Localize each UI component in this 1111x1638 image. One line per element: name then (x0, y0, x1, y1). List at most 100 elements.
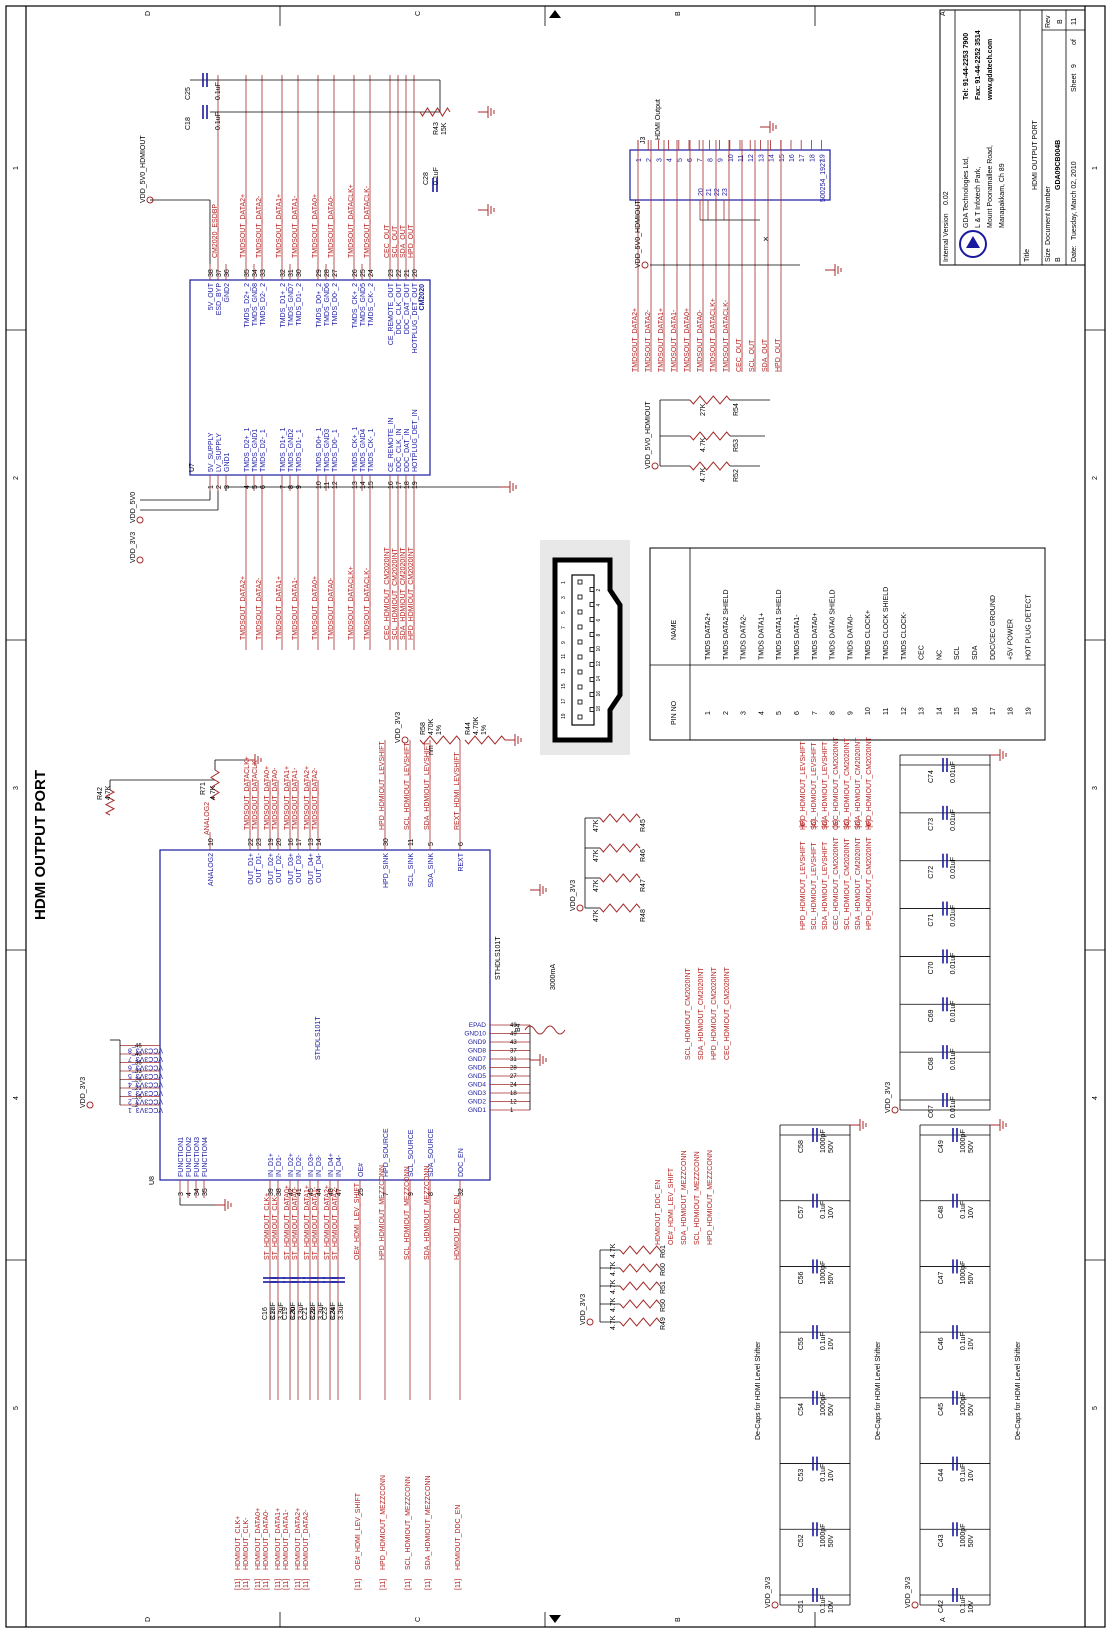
u8-gnd-pin-name: GND9 (468, 1039, 486, 1046)
ferrite-part: STHDLS101T (495, 936, 502, 980)
j3-pin-number: 6 (687, 158, 694, 162)
u7-cm2020-chip: U7CM202015V_SUPPLY2LV_SUPPLY3GND14TMDS_D… (130, 73, 517, 650)
u7-pin-name: HOTPLUG_DET_OUT (412, 282, 419, 353)
j3-net-label: TMDSOUT_DATA0- (697, 309, 704, 372)
decap-capacitor (812, 1193, 818, 1208)
offsheet-from: SCL_HDMIOUT_CM2020INT (844, 837, 851, 930)
decap-capacitor (812, 1128, 818, 1142)
pin-table-name-cell: +5V POWER (1008, 619, 1015, 660)
power-port-circle (586, 1318, 594, 1326)
u7-pin-name: LV_SUPPLY (216, 433, 223, 472)
u7-right-net-label: TMDSOUT_DATACLK+ (348, 184, 355, 258)
tb-doc-number: GDA09CB004B (1055, 140, 1062, 190)
u7-pin-number: 27 (332, 269, 339, 277)
u8-pin-number: 20 (276, 838, 283, 846)
decap-value: 1000pF (960, 1524, 967, 1548)
u8-pin-name: SDA_SINK (428, 853, 435, 888)
decap-value: 0.1uF (820, 1332, 827, 1350)
ferrite-ground (530, 884, 547, 896)
j3-shield-ground (760, 121, 777, 133)
sink-pullup-port: VDD_3V3 (570, 880, 584, 912)
decap-capacitor (942, 1045, 948, 1060)
offsheet-ref: [6] (855, 820, 862, 828)
decap-value: 0.1uF (960, 1464, 967, 1482)
u8-out-net-label: TMDSOUT_DATA2+ (304, 766, 311, 830)
u7-pin-number: 35 (244, 269, 251, 277)
u8-src-net-label: HDMIOUT_DDC_EN (454, 1195, 461, 1260)
u7-pin-number: 22 (396, 269, 403, 277)
u8-vdd-port: VDD_3V3 (80, 1077, 94, 1109)
u8-pin-number: 4 (186, 1192, 193, 1196)
j3-pin-number: 9 (718, 158, 725, 162)
receptacle-contact (577, 624, 583, 630)
j3-pin-number: 4 (667, 158, 674, 162)
u7-left-net-label: TMDSOUT_DATA1+ (276, 576, 283, 640)
decap-ref: C70 (928, 961, 935, 974)
source-pullup-value: 4.7K (610, 1261, 617, 1276)
u8-pin-number: 44 (316, 1188, 323, 1196)
source-pullup-value: 4.7K (610, 1315, 617, 1330)
j3-pullup-resistor (689, 395, 731, 405)
receptacle-contact-number: 12 (596, 661, 602, 667)
coupling-cap-ref: C20 (290, 1307, 297, 1320)
offsheet-ref: [6] (811, 820, 818, 828)
j3-pullup-ref: R53 (733, 439, 740, 452)
u8-pin-number: 25 (358, 1188, 365, 1196)
u8-pin-name: IN_D3+ (308, 1153, 315, 1177)
power-port-label: VDD_5V0_HDMIOUT (645, 401, 652, 469)
j3-ground (825, 264, 842, 276)
power-port-circle (86, 1101, 94, 1109)
u8-src-net-label: SDA_HDMIOUT_MEZZCONN (424, 1165, 431, 1260)
power-port-label: VDD_3V3 (80, 1077, 87, 1108)
source-pull-net: OE#_HDMI_LEV_SHIFT (668, 1167, 675, 1245)
u8-in-net-label: ST_HDMIOUT_DATA2+ (324, 1185, 331, 1260)
pin-table-name-cell: SCL (954, 646, 961, 660)
coupling-capacitor (271, 1277, 285, 1283)
u7-pin-name: DDC_CLK_OUT (396, 282, 403, 334)
decap-ref: C55 (798, 1337, 805, 1350)
decap-ref: C54 (798, 1403, 805, 1416)
power-port-circle (771, 1601, 779, 1609)
ferrite-value: 3000mA (550, 964, 557, 990)
decap-value: 0.01uF (950, 1096, 957, 1118)
u8-in-net-label: ST_HDMIOUT_DATA1- (312, 1186, 319, 1260)
decap-volt: 50V (828, 1140, 835, 1153)
decap-ref: C73 (928, 818, 935, 831)
u7-pin-number: 24 (368, 269, 375, 277)
pin-table-pinno-cell: 2 (723, 711, 730, 715)
u8-pin-number: 48 (328, 1188, 335, 1196)
j3-net-label: SCL_OUT (749, 339, 756, 372)
pin-table-pinno-cell: 14 (936, 707, 943, 715)
u7-pin-number: 17 (396, 481, 403, 489)
pin-table-pinno-cell: 10 (865, 707, 872, 715)
u8-pin-number: 10 (208, 838, 215, 846)
sink-pullup-ref: R46 (640, 849, 647, 862)
c18-ref: C18 (185, 117, 192, 130)
j3-ref: J3 (640, 137, 647, 145)
r58-ref: R58 (420, 722, 427, 735)
tb-title-label: Title (1024, 249, 1031, 262)
j3-net-label: TMDSOUT_DATA2- (645, 309, 652, 372)
j3-pin-number: 2 (646, 158, 653, 162)
j3-pin-number: 15 (779, 154, 786, 162)
c18-value: 0.1uF (215, 112, 222, 130)
coupling-cap-value: 3.3uF (270, 1302, 277, 1320)
receptacle-contact (577, 684, 583, 690)
u7-pin-number: 38 (208, 269, 215, 277)
u8-vcc-pin-name: VCC3V3_1 (128, 1106, 163, 1113)
decap-ref: C57 (798, 1206, 805, 1219)
source-pullup-resistor (619, 1245, 661, 1255)
coupling-cap-ref: C16 (262, 1307, 269, 1320)
j3-pullup-resistor (689, 431, 731, 441)
u8-gnd-pin-number: 18 (510, 1091, 517, 1097)
u8-pin-number: 42 (288, 1188, 295, 1196)
u7-pin-name: TMDS_D2-_1 (260, 429, 267, 472)
decap-ref: C48 (938, 1206, 945, 1219)
decap-volt: 50V (968, 1272, 975, 1285)
pin-table-name-cell: TMDS DATA0 SHIELD (830, 589, 837, 660)
u8-pin-number: 3 (178, 1192, 185, 1196)
pin-table-name-cell: NC (936, 650, 943, 660)
u7-pin-name: TMDS_CK+_2 (352, 283, 359, 328)
